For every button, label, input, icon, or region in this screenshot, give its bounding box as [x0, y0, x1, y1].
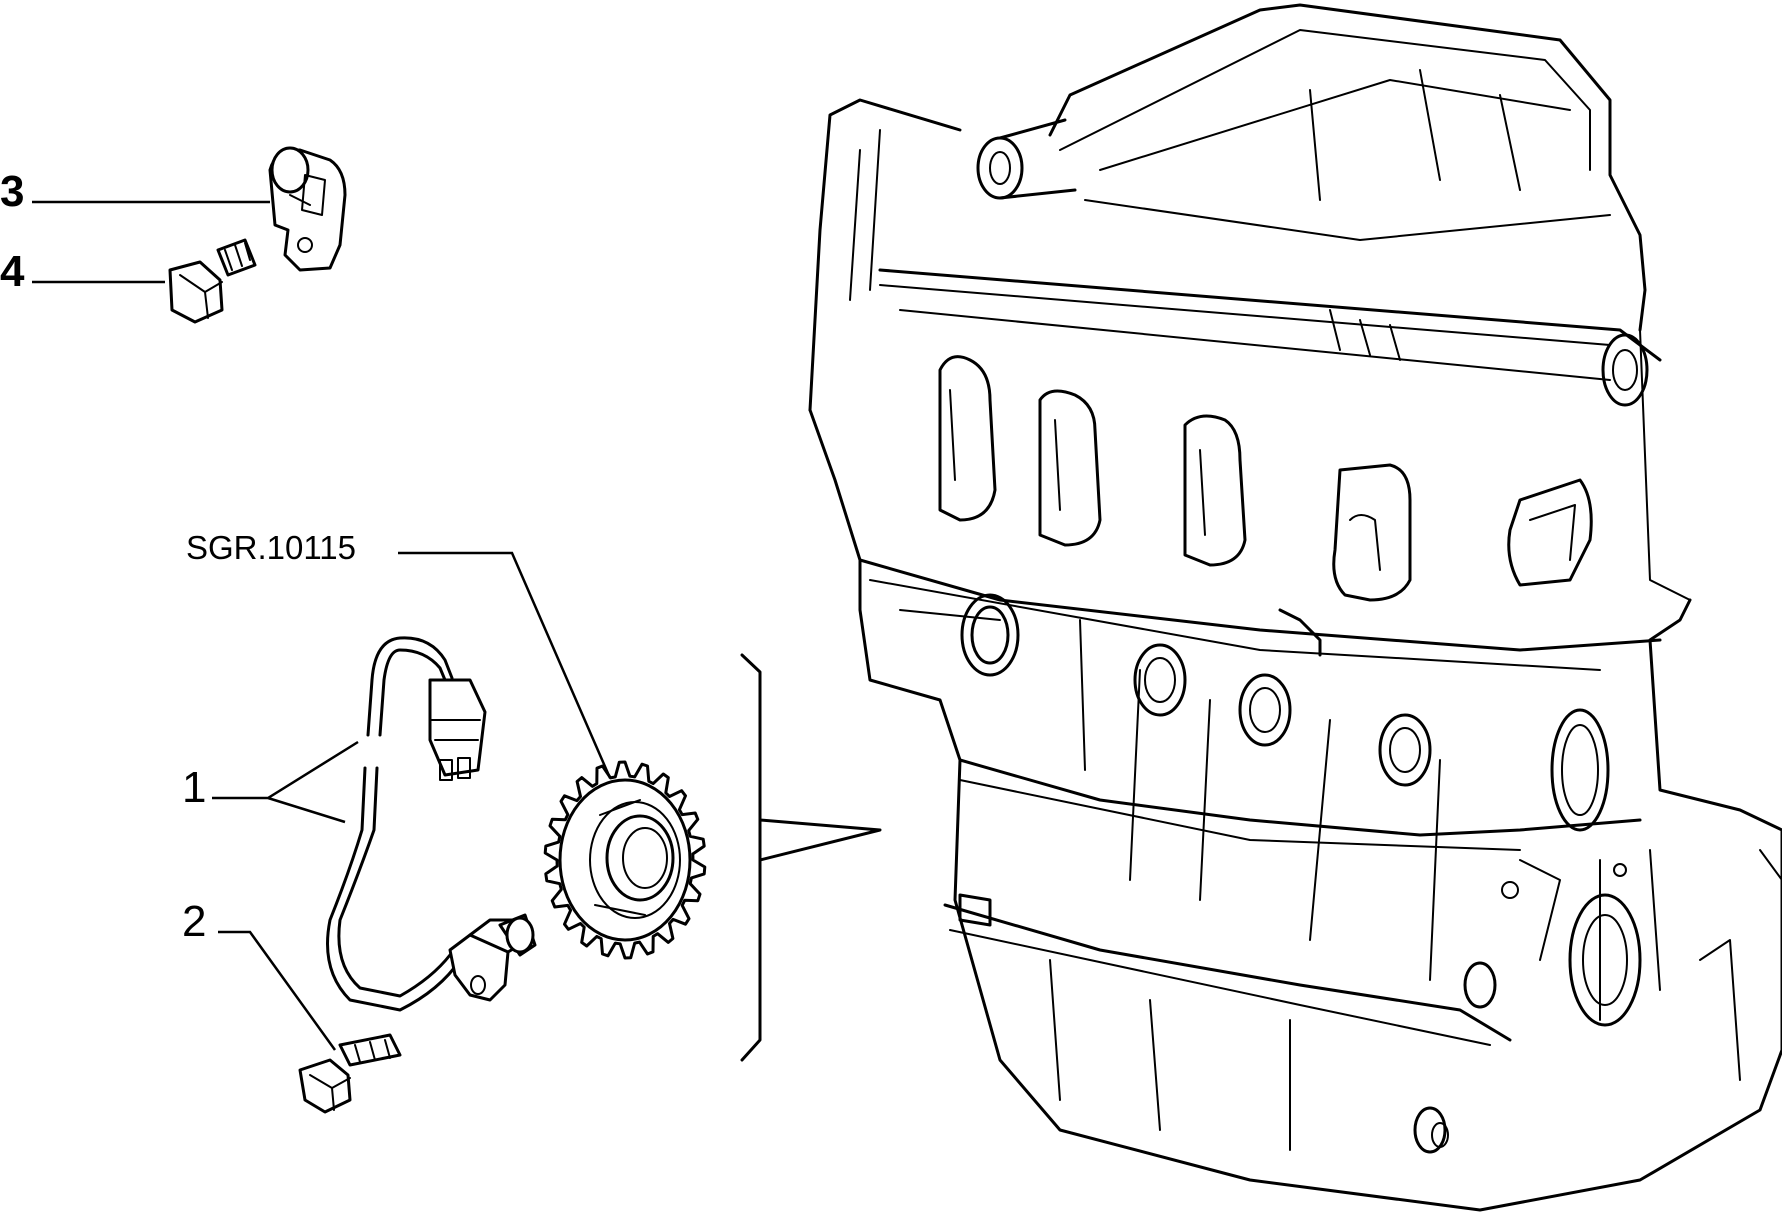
- label-part-1: 1: [182, 763, 206, 812]
- part-4-hex-bolt: [168, 238, 257, 324]
- label-reference-group: SGR.10115: [186, 529, 356, 566]
- part-3-cable-clip: [268, 146, 347, 272]
- part-2-hex-bolt: [298, 1033, 402, 1114]
- engine-block: [808, 3, 1782, 1212]
- label-part-3: 3: [0, 167, 24, 216]
- tone-wheel-pulley: [543, 760, 707, 960]
- label-part-4: 4: [0, 247, 25, 296]
- label-part-2: 2: [182, 897, 206, 946]
- part-1-speed-sensor: [326, 636, 537, 1012]
- assembly-bracket: [740, 653, 882, 1062]
- leader-lines: [32, 200, 612, 1051]
